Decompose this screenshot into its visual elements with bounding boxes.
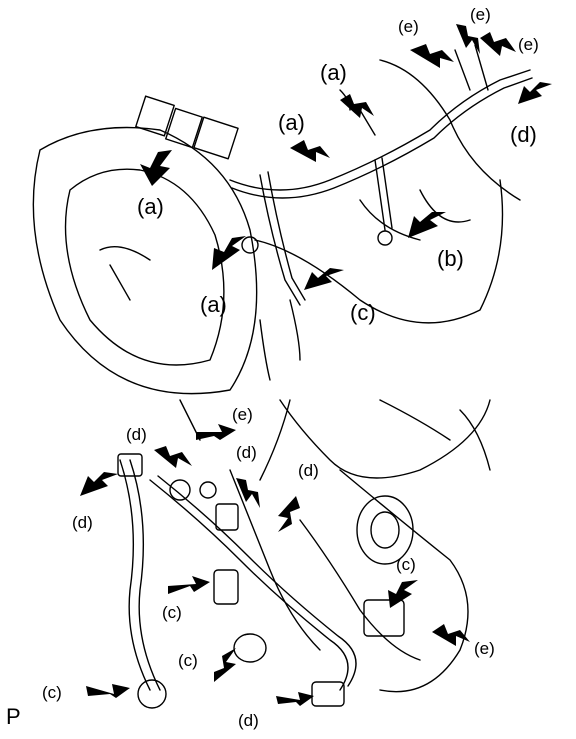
label-bottom-c-center: (c) — [162, 603, 182, 622]
connector-c3 — [138, 680, 166, 708]
clamp-a — [242, 237, 258, 253]
label-top-a-left: (a) — [137, 194, 164, 219]
label-bottom-d-bottom: (d) — [238, 711, 259, 730]
top-view-drawing — [33, 45, 532, 394]
connector-block-1 — [136, 96, 174, 136]
bottom-view-drawing — [118, 400, 490, 708]
bell-housing-inner — [66, 169, 224, 365]
corner-mark: P — [6, 704, 21, 729]
top-view-arrows — [140, 24, 552, 290]
connector-c2 — [234, 634, 266, 662]
clamp-b — [378, 231, 392, 245]
output-flange — [357, 496, 413, 564]
wire-harness-lower — [120, 460, 150, 690]
bottom-view-arrows — [80, 424, 470, 706]
label-bottom-e-top: (e) — [232, 405, 253, 424]
label-bottom-d-center: (d) — [236, 443, 257, 462]
connector-c1 — [214, 570, 238, 604]
label-top-e-right: (e) — [518, 35, 539, 54]
label-bottom-d-top-left: (d) — [126, 425, 147, 444]
label-top-a-bottom: (a) — [200, 292, 227, 317]
label-bottom-e-right: (e) — [474, 639, 495, 658]
label-top-e-left: (e) — [398, 17, 419, 36]
label-top-e-mid: (e) — [470, 5, 491, 24]
connector-d1 — [312, 682, 344, 706]
label-top-a-upper: (a) — [320, 60, 347, 85]
label-bottom-d-left: (d) — [72, 513, 93, 532]
label-top-b: (b) — [437, 246, 464, 271]
label-bottom-c-right: (c) — [396, 555, 416, 574]
label-top-a-mid: (a) — [278, 110, 305, 135]
connector-block-3 — [194, 117, 238, 159]
connector-d2 — [118, 454, 142, 476]
label-top-c: (c) — [350, 300, 376, 325]
harness-main — [230, 70, 530, 190]
label-bottom-c-left: (c) — [42, 683, 62, 702]
label-bottom-c-lower: (c) — [178, 651, 198, 670]
connector-block-2 — [166, 108, 203, 147]
label-bottom-d-right: (d) — [298, 461, 319, 480]
bell-housing-outer — [33, 128, 256, 394]
label-top-d: (d) — [510, 122, 537, 147]
